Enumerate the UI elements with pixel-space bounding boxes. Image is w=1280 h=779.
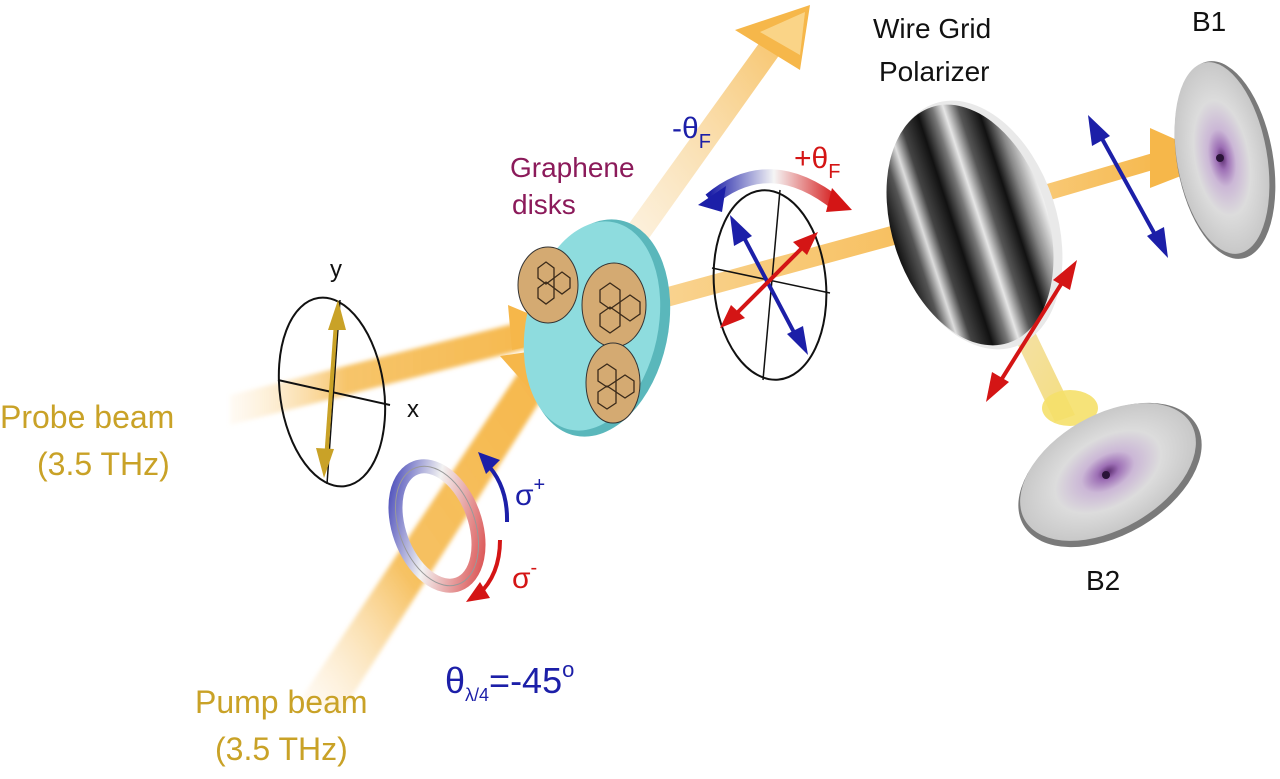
sigma-plus-arrow	[478, 452, 510, 523]
wire-grid-polarizer	[886, 100, 1063, 350]
detector-b1	[1174, 61, 1276, 259]
pump-beam-label-line2: (3.5 THz)	[215, 731, 348, 767]
reflected-beam	[610, 5, 810, 262]
faraday-rotation-arc	[698, 169, 852, 212]
sigma-minus-arrow	[466, 539, 502, 602]
probe-beam-label-line2: (3.5 THz)	[37, 446, 170, 482]
qwp-angle-label: θλ/4=-45o	[445, 657, 574, 705]
b1-polarization-arrow	[1088, 115, 1168, 258]
quarter-wave-ring	[388, 459, 486, 593]
hexagon-lattice	[537, 261, 641, 410]
detector-b2-label: B2	[1086, 565, 1120, 596]
detector-b1-label: B1	[1192, 6, 1226, 37]
wire-grid-label-line1: Wire Grid	[873, 13, 991, 44]
theta-plus-label: +θF	[794, 142, 840, 183]
theta-minus-label: -θF	[672, 112, 711, 153]
rotated-polarization-ellipse	[711, 189, 831, 381]
graphene-sample-disk	[517, 219, 671, 437]
wire-grid-label-line2: Polarizer	[879, 56, 989, 87]
graphene-hexagon-cluster	[517, 246, 647, 424]
sigma-plus-label: σ+	[515, 474, 545, 512]
axis-y-label: y	[330, 256, 342, 283]
graphene-label-line1: Graphene	[510, 152, 635, 183]
pump-beam-label-line1: Pump beam	[195, 684, 368, 720]
detector-b2	[1018, 402, 1202, 548]
axis-x-label: x	[407, 396, 419, 423]
graphene-label-line2: disks	[512, 189, 576, 220]
sigma-minus-label: σ-	[512, 557, 537, 595]
b2-polarization-arrow	[986, 260, 1077, 402]
probe-beam-label-line1: Probe beam	[0, 399, 174, 435]
input-polarization-ellipse	[277, 296, 391, 488]
